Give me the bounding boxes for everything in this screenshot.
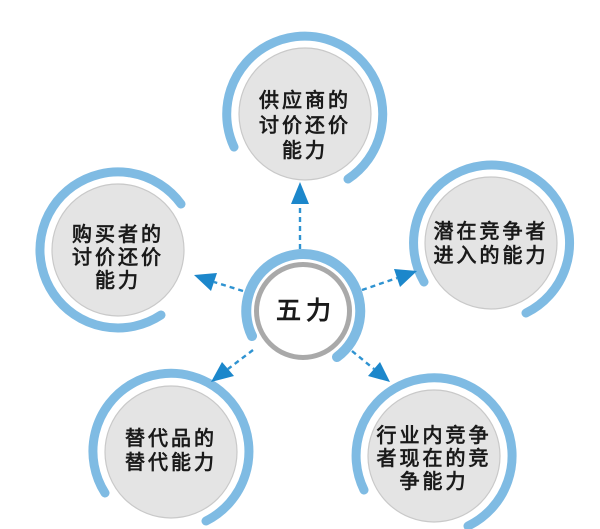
substitutes-label-line1: 替代品的 bbox=[125, 426, 217, 450]
supplier-power-label-line1: 供应商的 bbox=[258, 88, 351, 112]
arrow-head-to-substitutes-icon bbox=[211, 362, 234, 382]
arrow-stem-to-new-entrants bbox=[361, 276, 398, 292]
node-supplier-power: 供应商的 讨价还价 能力 bbox=[222, 31, 388, 184]
substitutes-ring-arc-icon bbox=[88, 368, 254, 526]
arrow-head-to-supplier-power-icon bbox=[291, 182, 309, 204]
new-entrants-circle bbox=[424, 176, 558, 310]
supplier-power-ring-arc-icon bbox=[222, 31, 388, 184]
radial-arrows bbox=[194, 182, 417, 382]
node-buyer-power: 购买者的 讨价还价 能力 bbox=[35, 167, 186, 333]
arrow-head-to-new-entrants-icon bbox=[394, 269, 417, 287]
industry-rivalry-label-line1: 行业内竞争 bbox=[376, 423, 492, 447]
arrow-head-to-buyer-power-icon bbox=[194, 273, 217, 291]
new-entrants-label-line1: 潜在竞争者 bbox=[434, 219, 549, 243]
supplier-power-label-line2: 讨价还价 bbox=[259, 113, 351, 137]
buyer-power-label-line1: 购买者的 bbox=[72, 222, 164, 246]
buyer-power-circle bbox=[51, 183, 185, 317]
node-substitutes: 替代品的 替代能力 bbox=[88, 368, 254, 526]
node-new-entrants: 潜在竞争者 进入的能力 bbox=[409, 160, 575, 318]
industry-rivalry-ring-arc-icon bbox=[351, 373, 517, 529]
supplier-power-circle bbox=[238, 47, 372, 181]
arrow-stem-to-industry-rivalry bbox=[351, 350, 375, 370]
buyer-power-ring-arc-icon bbox=[35, 167, 186, 333]
center-hub-label: 五力 bbox=[276, 296, 336, 325]
substitutes-label-line2: 替代能力 bbox=[125, 450, 217, 474]
buyer-power-label-line3: 能力 bbox=[95, 268, 141, 292]
center-hub-arc-icon bbox=[241, 249, 366, 362]
industry-rivalry-label-line2: 者现在的竞 bbox=[376, 446, 492, 470]
industry-rivalry-label-line3: 争能力 bbox=[400, 469, 469, 493]
arrow-stem-to-substitutes bbox=[227, 349, 254, 370]
new-entrants-ring-arc-icon bbox=[409, 160, 575, 318]
center-hub: 五力 bbox=[241, 249, 366, 362]
buyer-power-label-line2: 讨价还价 bbox=[72, 245, 164, 269]
industry-rivalry-circle bbox=[367, 389, 501, 523]
arrow-stem-to-buyer-power bbox=[213, 280, 244, 293]
node-industry-rivalry: 行业内竞争 者现在的竞 争能力 bbox=[351, 373, 517, 529]
new-entrants-label-line2: 进入的能力 bbox=[434, 243, 549, 267]
arrow-head-to-industry-rivalry-icon bbox=[368, 362, 390, 382]
substitutes-circle bbox=[104, 385, 238, 519]
center-hub-circle bbox=[254, 262, 352, 360]
supplier-power-label-line3: 能力 bbox=[282, 138, 328, 162]
